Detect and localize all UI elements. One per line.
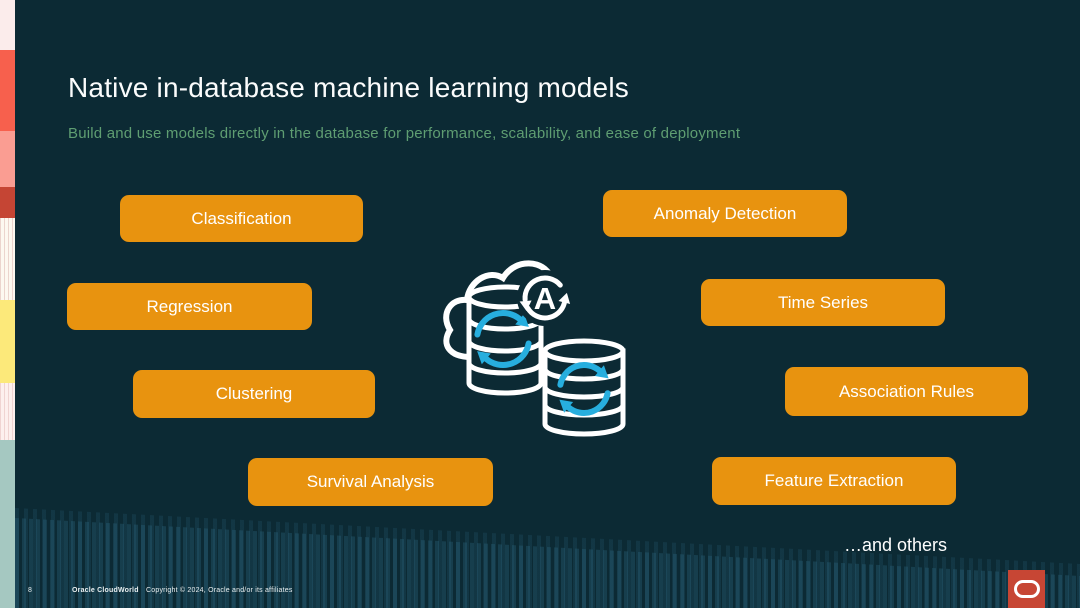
stripe-segment xyxy=(0,218,15,300)
model-pill-time-series[interactable]: Time Series xyxy=(701,279,945,326)
model-pill-regression[interactable]: Regression xyxy=(67,283,312,330)
stripe-segment xyxy=(0,131,15,187)
model-pill-clustering[interactable]: Clustering xyxy=(133,370,375,418)
oracle-o-icon xyxy=(1013,580,1040,598)
stripe-segment xyxy=(0,300,15,383)
left-accent-stripe xyxy=(0,0,15,608)
model-pill-association-rules[interactable]: Association Rules xyxy=(785,367,1028,416)
ring-letter: A xyxy=(534,281,556,316)
model-pill-classification[interactable]: Classification xyxy=(120,195,363,242)
footer-brand: Oracle CloudWorld xyxy=(72,587,139,594)
page-title: Native in-database machine learning mode… xyxy=(68,72,629,103)
stripe-segment xyxy=(0,187,15,218)
sync-arrows-icon xyxy=(557,362,611,416)
sync-arrows-icon xyxy=(474,310,532,368)
page-subtitle: Build and use models directly in the dat… xyxy=(68,125,741,142)
stripe-segment xyxy=(0,50,15,131)
footer-copyright: Copyright © 2024, Oracle and/or its affi… xyxy=(146,587,293,594)
model-pill-anomaly-detection[interactable]: Anomaly Detection xyxy=(603,190,847,237)
model-pill-survival-analysis[interactable]: Survival Analysis xyxy=(248,458,493,506)
stripe-segment xyxy=(0,440,15,608)
oracle-logo xyxy=(1008,570,1045,608)
stripe-segment xyxy=(0,383,15,440)
page-number: 8 xyxy=(28,587,33,594)
and-others-label: …and others xyxy=(843,535,947,555)
stripe-segment xyxy=(0,0,15,50)
auto-ml-ring-icon: A xyxy=(517,270,573,326)
model-pill-feature-extraction[interactable]: Feature Extraction xyxy=(712,457,956,505)
database-cylinder-icon xyxy=(542,338,626,437)
cloud-database-sync-icon: A xyxy=(443,260,626,437)
